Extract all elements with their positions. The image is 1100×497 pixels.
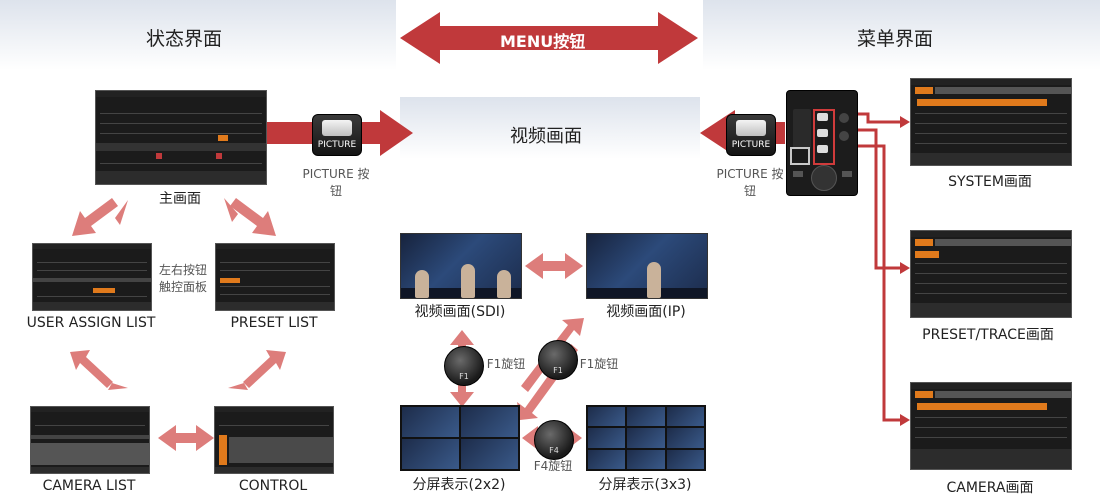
preset-list-thumbnail [215, 243, 335, 311]
menu-screen-header: 菜单界面 [857, 28, 934, 50]
dpad-control[interactable] [811, 165, 837, 191]
video-section-band [400, 97, 700, 159]
preset-trace-menu-thumbnail [910, 230, 1072, 318]
user-assign-list-label: USER ASSIGN LIST [26, 315, 156, 331]
menu-double-arrow [400, 12, 698, 64]
system-menu-thumbnail [910, 78, 1072, 166]
menu-button-label: MENU按钮 [500, 32, 586, 51]
system-arrowhead [900, 116, 910, 128]
preset-list-label: PRESET LIST [230, 315, 318, 331]
split-3x3-label: 分屏表示(3x3) [598, 477, 692, 493]
touch-panel-note: 左右按钮 触控面板 [158, 263, 207, 294]
camera-list-thumbnail [30, 406, 150, 474]
status-screen-header: 状态界面 [146, 28, 223, 50]
status-section-band [0, 0, 396, 70]
video-sdi-thumbnail [400, 233, 522, 299]
system-menu-key[interactable] [817, 113, 828, 121]
system-screen-label: SYSTEM画面 [948, 174, 1032, 190]
preset-trace-arrowhead [900, 262, 910, 274]
main-screen-label: 主画面 [159, 191, 201, 207]
split-2x2-label: 分屏表示(2x2) [412, 477, 506, 493]
f1-knob-left-label: F1旋钮 [486, 357, 526, 371]
camera-menu-key[interactable] [817, 145, 828, 153]
video-ip-thumbnail [586, 233, 708, 299]
video-sdi-label: 视频画面(SDI) [414, 304, 506, 320]
control-thumbnail [214, 406, 334, 474]
preset-trace-screen-label: PRESET/TRACE画面 [922, 327, 1054, 343]
picture-button-right-label: PICTURE 按钮 [716, 167, 784, 198]
camera-menu-thumbnail [910, 382, 1072, 470]
f1-knob-right-label: F1旋钮 [579, 357, 619, 371]
split-2x2-thumbnail [400, 405, 520, 471]
video-ip-label: 视频画面(IP) [606, 304, 686, 320]
video-screen-header: 视频画面 [510, 126, 582, 147]
f1-knob-left[interactable]: F1 [444, 346, 484, 386]
main-screen-thumbnail [95, 90, 267, 185]
camera-menu-arrowhead [900, 414, 910, 426]
control-panel-device [786, 90, 858, 196]
preset-menu-key[interactable] [817, 129, 828, 137]
control-label: CONTROL [238, 478, 308, 494]
f1-knob-right[interactable]: F1 [538, 340, 578, 380]
f4-knob-label: F4旋钮 [533, 459, 573, 473]
status-nav-arrows [70, 198, 286, 451]
picture-button-left-label: PICTURE 按钮 [302, 167, 370, 198]
camera-list-label: CAMERA LIST [42, 478, 136, 494]
user-assign-list-thumbnail [32, 243, 152, 311]
split-3x3-thumbnail [586, 405, 706, 471]
picture-key[interactable] [790, 147, 810, 165]
camera-screen-label: CAMERA画面 [946, 480, 1034, 496]
picture-button-left[interactable]: PICTURE [312, 114, 362, 156]
f4-knob[interactable]: F4 [534, 420, 574, 460]
picture-button-right[interactable]: PICTURE [726, 114, 776, 156]
menu-section-band [703, 0, 1100, 70]
